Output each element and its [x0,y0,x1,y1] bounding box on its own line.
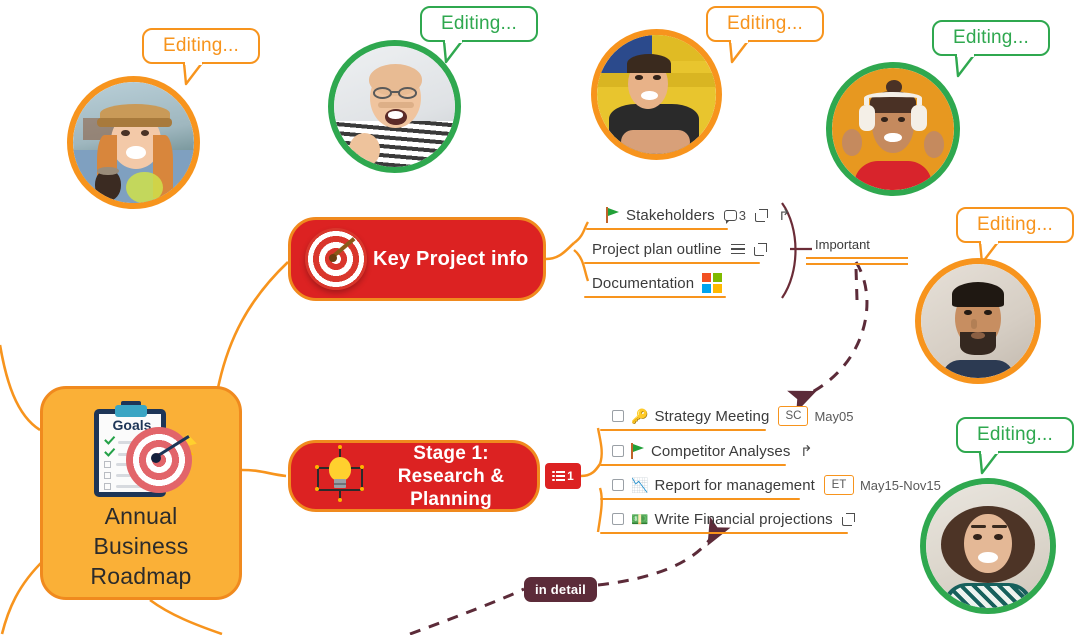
important-underline-1 [806,257,908,260]
comment-icon[interactable]: 3 [723,207,746,224]
leaf-underline [584,262,760,265]
external-link-icon[interactable] [753,242,767,256]
task-label: Report for management [654,476,815,494]
leaf-label: Project plan outline [592,240,722,258]
branch-title-line3: Planning [410,488,492,510]
branch-title-line1: Stage 1: [413,442,489,464]
clipboard-title: Goals [112,417,152,433]
editing-bubble-collab-2: Editing... [420,6,538,42]
green-flag-icon [631,443,645,459]
microsoft-icon[interactable] [702,273,723,293]
leaf-label: Stakeholders [626,206,715,224]
task-label: Write Financial projections [654,510,833,528]
task-row-competitor-analyses[interactable]: Competitor Analyses ↰ [612,438,813,464]
branch-title-line2: Research & [397,465,505,487]
editing-label: Editing... [727,13,803,34]
leaf-project-plan-outline[interactable]: Project plan outline [592,236,767,262]
bubble-tail [978,451,1000,475]
leaf-documentation[interactable]: Documentation [592,270,723,296]
task-underline [600,464,786,467]
bubble-tail [182,62,204,86]
target-dartboard-icon [305,228,367,290]
bubble-tail [728,40,750,64]
avatar-collab-6[interactable] [920,478,1056,614]
important-underline-2 [806,263,908,266]
clipboard-target-icon: Goals [82,401,200,497]
assignee-badge[interactable]: SC [778,406,809,426]
editing-label: Editing... [441,13,517,34]
comment-count: 3 [738,207,746,223]
menu-icon[interactable] [730,243,745,255]
branch-title-key-project-info: Key Project info [373,247,529,270]
task-list-icon [552,470,566,482]
external-link-icon[interactable] [755,208,768,222]
editing-bubble-collab-4: Editing... [932,20,1050,56]
task-underline [600,498,800,501]
task-date: May05 [814,408,854,424]
money-icon: 💵 [631,511,649,527]
editing-label: Editing... [953,27,1029,48]
editing-label: Editing... [163,35,239,56]
annotation-in-detail[interactable]: in detail [524,577,597,602]
green-flag-icon [606,207,620,223]
task-row-write-financial-projections[interactable]: 💵 Write Financial projections [612,506,855,532]
external-link-icon[interactable] [841,512,855,526]
task-date: May15-Nov15 [859,477,941,493]
editing-bubble-collab-6: Editing... [956,417,1074,453]
annotation-label: in detail [535,582,586,597]
task-checkbox[interactable] [612,445,624,457]
root-label-line3: Roadmap [90,563,192,589]
branch-title-stage-1: Stage 1: Research & Planning [375,442,527,511]
task-label: Strategy Meeting [654,407,770,425]
editing-label: Editing... [977,424,1053,445]
avatar-collab-3[interactable] [591,29,722,160]
undo-icon[interactable]: ↰ [778,207,791,224]
root-label: Annual Business Roadmap [90,501,191,591]
avatar-collab-1[interactable] [67,76,200,209]
task-row-report-for-management[interactable]: 📉 Report for management ET May15-Nov15 [612,472,941,498]
leaf-underline [584,296,726,299]
bubble-tail [442,40,464,64]
bubble-tail [954,54,976,78]
assignee-badge[interactable]: ET [823,475,854,495]
avatar-collab-4[interactable] [826,62,960,196]
task-count-badge[interactable]: 1 [545,463,581,489]
leaf-label: Documentation [592,274,695,292]
undo-icon[interactable]: ↰ [800,443,814,460]
bubble-tail [978,241,1000,265]
editing-bubble-collab-3: Editing... [706,6,824,42]
task-row-strategy-meeting[interactable]: 🔑 Strategy Meeting SC May05 [612,403,853,429]
task-underline [600,532,848,535]
editing-bubble-collab-1: Editing... [142,28,260,64]
avatar-collab-5[interactable] [915,258,1041,384]
leaf-underline [586,228,728,231]
task-count: 1 [567,469,574,483]
annotation-important[interactable]: Important [815,237,870,252]
branch-node-stage-1[interactable]: Stage 1: Research & Planning [288,440,540,512]
task-checkbox[interactable] [612,479,624,491]
editing-label: Editing... [977,214,1053,235]
branch-node-key-project-info[interactable]: Key Project info [288,217,546,301]
root-label-line2: Business [93,533,189,559]
task-checkbox[interactable] [612,410,624,422]
task-checkbox[interactable] [612,513,624,525]
lightbulb-network-icon [303,445,375,507]
root-node[interactable]: Goals Annual Business Roadmap [40,386,242,600]
root-label-line1: Annual [104,503,178,529]
editing-bubble-collab-5: Editing... [956,207,1074,243]
task-underline [600,429,766,432]
annotation-label: Important [815,237,870,252]
task-label: Competitor Analyses [651,442,791,460]
avatar-collab-2[interactable] [328,40,461,173]
key-icon: 🔑 [631,408,649,424]
leaf-stakeholders[interactable]: Stakeholders 3 ↰ [606,202,791,228]
chart-decreasing-icon: 📉 [631,477,649,493]
